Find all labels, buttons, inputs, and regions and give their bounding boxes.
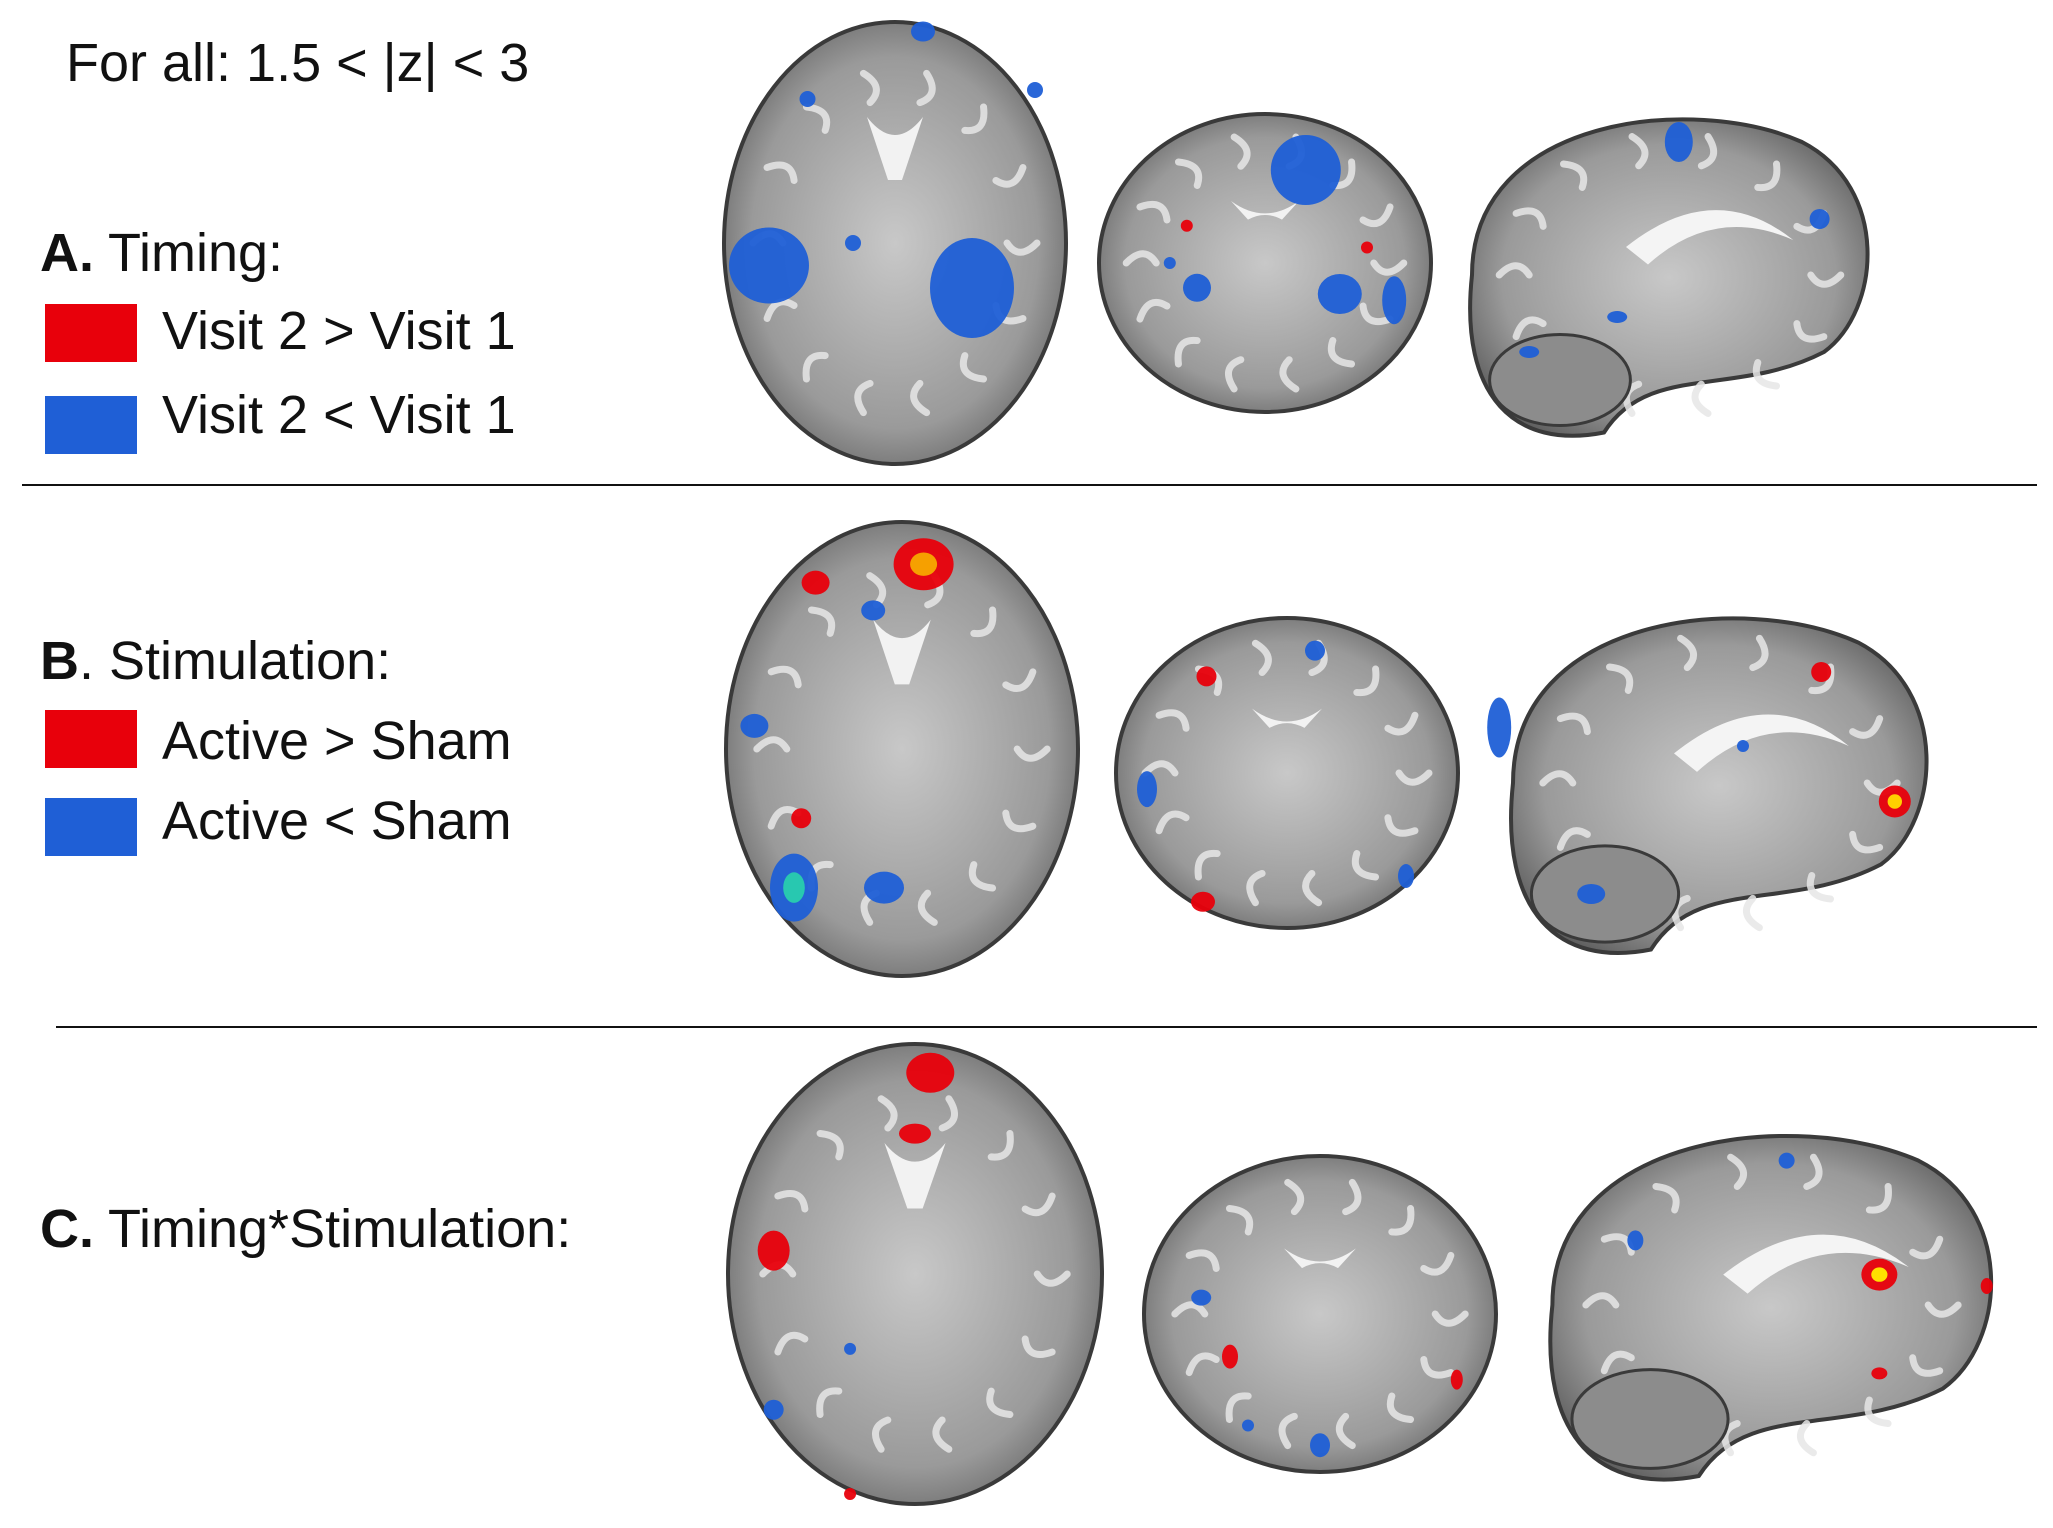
section-b-title: B. Stimulation: <box>40 630 391 692</box>
brain-coronal-c <box>1142 1154 1498 1474</box>
brain-axial-b <box>724 520 1080 978</box>
section-a-label: Timing: <box>108 223 284 283</box>
brain-sagittal-a <box>1468 117 1870 438</box>
section-b-label: . Stimulation: <box>79 631 392 691</box>
divider-b-c <box>56 1026 2037 1028</box>
legend-swatch-negative-a <box>45 396 137 454</box>
legend-swatch-positive-a <box>45 304 137 362</box>
legend-label-b-negative: Active < Sham <box>162 791 512 851</box>
section-c-label: Timing*Stimulation: <box>94 1199 572 1259</box>
brain-sagittal-b <box>1487 616 1929 955</box>
brain-coronal-a <box>1097 112 1433 414</box>
section-a-title: A. Timing: <box>40 222 283 284</box>
legend-swatch-negative-b <box>45 798 137 856</box>
brain-sagittal-c <box>1548 1134 1993 1482</box>
legend-label-a-positive: Visit 2 > Visit 1 <box>162 301 516 361</box>
brain-axial-c <box>726 1042 1104 1506</box>
divider-a-b <box>22 484 2037 486</box>
legend-label-a-negative: Visit 2 < Visit 1 <box>162 385 516 445</box>
section-c-title: C. Timing*Stimulation: <box>40 1198 571 1260</box>
section-c-letter: C. <box>40 1199 94 1259</box>
brain-coronal-b <box>1114 616 1460 930</box>
legend-swatch-positive-b <box>45 710 137 768</box>
brain-axial-a <box>722 20 1068 466</box>
section-a-letter: A. <box>40 223 94 283</box>
section-b-letter: B <box>40 631 79 691</box>
threshold-note: For all: 1.5 < |z| < 3 <box>66 33 530 93</box>
legend-label-b-positive: Active > Sham <box>162 711 512 771</box>
